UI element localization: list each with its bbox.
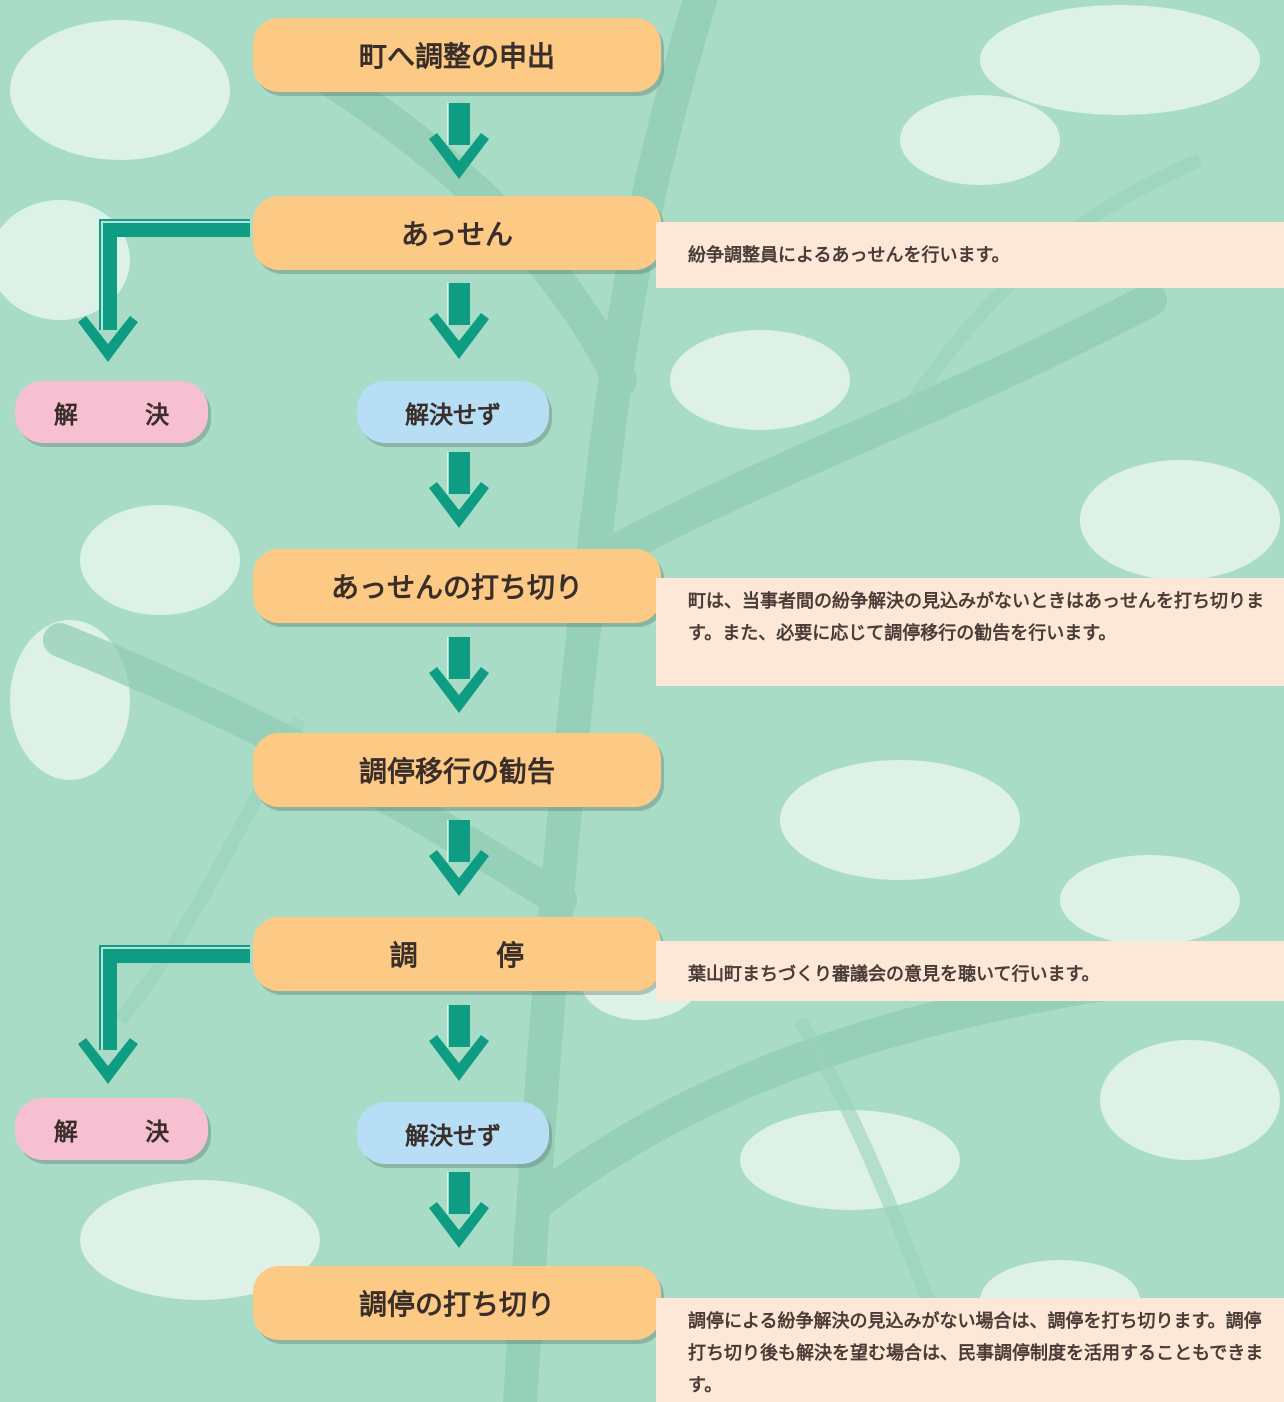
step-assen: あっせん bbox=[253, 196, 661, 270]
step-recommend: 調停移行の勧告 bbox=[253, 733, 661, 807]
note-assen: 紛争調整員によるあっせんを行います。 bbox=[656, 222, 1284, 288]
branch-arrow-1 bbox=[78, 219, 250, 362]
outcome-resolved-2: 解 決 bbox=[15, 1098, 208, 1160]
arrow-down-2 bbox=[428, 282, 490, 360]
step-chotei-end: 調停の打ち切り bbox=[253, 1266, 661, 1340]
note-assen-end: 町は、当事者間の紛争解決の見込みがないときはあっせんを打ち切ります。また、必要に… bbox=[656, 578, 1284, 686]
branch-arrow-2 bbox=[78, 945, 250, 1084]
step-request: 町へ調整の申出 bbox=[253, 18, 661, 92]
arrow-down-6 bbox=[428, 1004, 490, 1082]
arrow-down-4 bbox=[428, 636, 490, 714]
arrow-down-5 bbox=[428, 819, 490, 897]
outcome-resolved-1: 解 決 bbox=[15, 381, 208, 443]
note-chotei: 葉山町まちづくり審議会の意見を聴いて行います。 bbox=[656, 941, 1284, 1001]
outcome-unresolved-2: 解決せず bbox=[357, 1102, 549, 1164]
outcome-unresolved-1: 解決せず bbox=[357, 381, 549, 443]
note-chotei-end: 調停による紛争解決の見込みがない場合は、調停を打ち切ります。調停打ち切り後も解決… bbox=[656, 1298, 1284, 1402]
arrow-down-7 bbox=[428, 1171, 490, 1249]
step-assen-end: あっせんの打ち切り bbox=[253, 549, 661, 623]
step-chotei: 調 停 bbox=[253, 917, 661, 991]
arrow-down-1 bbox=[428, 102, 490, 180]
arrow-down-3 bbox=[428, 451, 490, 529]
